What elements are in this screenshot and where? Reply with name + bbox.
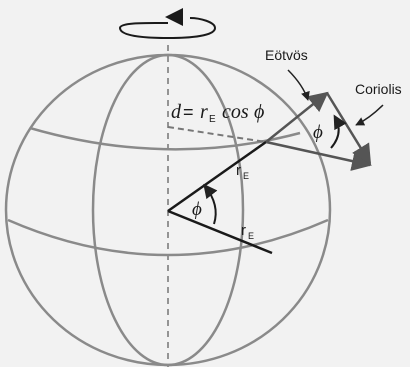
distance-d-line xyxy=(167,126,267,143)
phi-symbol: ϕ xyxy=(254,101,264,123)
coriolis-vector xyxy=(325,92,372,165)
radius-lower-line xyxy=(167,209,273,255)
coriolis-leader xyxy=(355,104,384,126)
radius-upper-label: r E xyxy=(236,162,249,181)
eotvos-vector xyxy=(265,140,372,171)
cos-symbol: cos xyxy=(222,101,249,123)
vertical-vector xyxy=(265,91,329,143)
d-formula: d = r E cos ϕ xyxy=(171,101,264,125)
r-symbol: r xyxy=(200,101,208,123)
radius-lower-label: r E xyxy=(241,222,254,241)
radius-upper-r: r xyxy=(236,162,241,179)
angle-center-label: ϕ xyxy=(192,199,202,220)
d-symbol: d xyxy=(171,101,182,123)
eotvos-label: Eötvös xyxy=(265,47,308,63)
radius-upper-sub: E xyxy=(243,171,249,181)
eotvos-vector-dashed xyxy=(312,92,328,104)
coriolis-label: Coriolis xyxy=(355,81,402,97)
r-subscript: E xyxy=(209,114,216,125)
radius-lower-r: r xyxy=(241,222,246,239)
eotvos-leader xyxy=(287,69,310,101)
rotation-arrow-icon xyxy=(118,8,217,40)
radius-lower-sub: E xyxy=(248,231,254,241)
angle-arc-center xyxy=(203,183,218,225)
equals-symbol: = xyxy=(183,102,194,122)
angle-vector-label: ϕ xyxy=(313,122,323,143)
angle-arc-vector xyxy=(330,114,347,149)
radius-upper-line xyxy=(167,140,267,213)
